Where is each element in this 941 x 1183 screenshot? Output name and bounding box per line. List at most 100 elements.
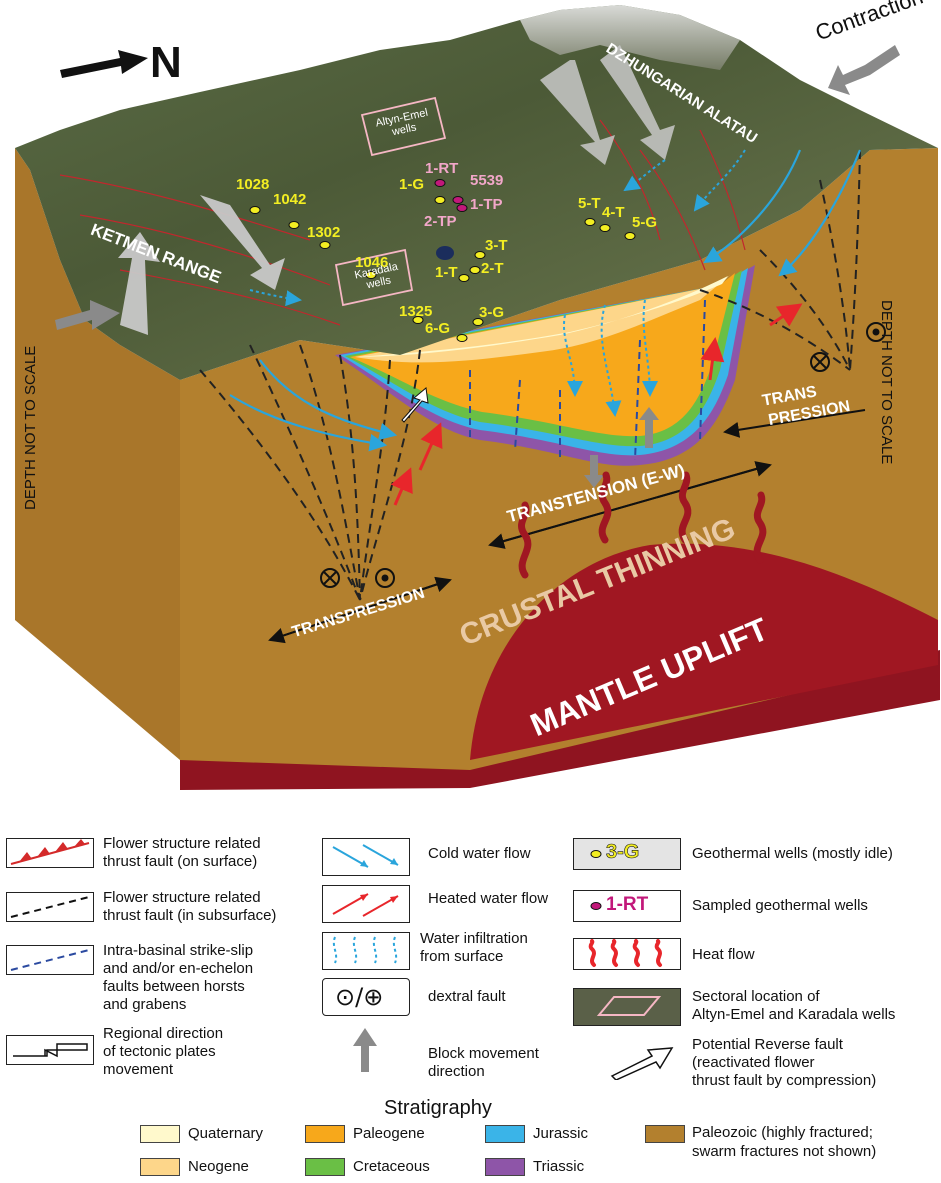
dextral-symbols xyxy=(320,322,886,588)
water-infiltration xyxy=(249,149,746,417)
geothermal-well-dots xyxy=(249,196,636,342)
legend-text-reverse-fault: Potential Reverse fault (reactivated flo… xyxy=(692,1036,877,1089)
well-label-3-G: 3-G xyxy=(479,304,505,321)
strat-label-quaternary: Quaternary xyxy=(188,1125,264,1142)
well-label-1042: 1042 xyxy=(273,191,307,208)
terrain-surface xyxy=(15,5,938,380)
strat-label-cretaceous: Cretaceous xyxy=(353,1158,430,1175)
legend-text-infiltration: Water infiltration from surface xyxy=(420,930,528,965)
legend-text-geothermal-wells: Geothermal wells (mostly idle) xyxy=(692,845,893,862)
surface-thrust-faults xyxy=(59,119,746,326)
north-label: N xyxy=(150,38,182,87)
cold-water-icon xyxy=(332,844,399,868)
legend-text-sectoral-location: Sectoral location of Altyn-Emel and Kara… xyxy=(692,988,896,1023)
intra-basinal-faults xyxy=(469,299,706,461)
legend-swatch-geothermal-wells: 3-G xyxy=(573,838,681,870)
stratigraphy-title: Stratigraphy xyxy=(384,1097,492,1119)
legend-text-dextral: dextral fault xyxy=(428,988,506,1005)
well-label-1325: 1325 xyxy=(399,303,433,320)
sampled-well-label-2-TP: 2-TP xyxy=(424,213,457,230)
legend-swatch-intra-basinal xyxy=(6,945,94,975)
lake xyxy=(436,246,454,260)
legend-text-cold-water: Cold water flow xyxy=(428,845,531,862)
well-label-1046: 1046 xyxy=(355,254,389,271)
well-label-1302: 1302 xyxy=(307,224,341,241)
legend-swatch-cold-water xyxy=(322,838,410,876)
strat-label-neogene: Neogene xyxy=(188,1158,249,1175)
well-label-6-G: 6-G xyxy=(425,320,451,337)
block-diagram: N Contraction KETMEN RANGE DZHUNGARIAN A… xyxy=(15,0,940,790)
well-label-5-T: 5-T xyxy=(578,195,601,212)
well-label-1-G: 1-G xyxy=(399,176,425,193)
depth-label-left: DEPTH NOT TO SCALE xyxy=(22,345,39,510)
block-left-face xyxy=(15,148,180,760)
well-label-4-T: 4-T xyxy=(602,204,625,221)
legend: Flower structure related thrust fault (o… xyxy=(0,800,941,1183)
legend-swatch-plate-movement xyxy=(6,1035,94,1065)
intra-basinal-icon xyxy=(10,949,90,971)
legend-text-heat-flow: Heat flow xyxy=(692,946,755,963)
reverse-fault-icon xyxy=(610,1047,674,1080)
sampled-well-label-5539: 5539 xyxy=(470,172,504,189)
legend-text-thrust-surface: Flower structure related thrust fault (o… xyxy=(103,835,261,870)
depth-label-right: DEPTH NOT TO SCALE xyxy=(878,300,895,465)
strat-label-paleozoic: Paleozoic (highly fractured; swarm fract… xyxy=(692,1124,877,1160)
mantle-dome xyxy=(470,543,938,760)
legend-text-intra-basinal: Intra-basinal strike-slip and and/or en-… xyxy=(103,942,254,1013)
plate-movement-icon xyxy=(13,1043,88,1058)
strat-swatch-triassic xyxy=(485,1158,525,1176)
heat-flow-squiggles xyxy=(518,471,767,579)
north-arrow xyxy=(60,50,148,78)
well-label-2-T: 2-T xyxy=(481,260,504,277)
legend-swatch-thrust-surface xyxy=(6,838,94,868)
thrust-subsurface-icon xyxy=(10,896,90,918)
thrust-surface-icon xyxy=(10,839,90,865)
legend-swatch-infiltration xyxy=(322,932,410,970)
well-label-1-T: 1-T xyxy=(435,264,458,281)
sampled-well-dots xyxy=(434,179,468,212)
sampled-well-label-1-RT: 1-RT xyxy=(425,160,459,177)
well-label-3-T: 3-T xyxy=(485,237,508,254)
well-label-1028: 1028 xyxy=(236,176,270,193)
strat-swatch-neogene xyxy=(140,1158,180,1176)
tectonic-plate-arrows xyxy=(118,45,675,335)
strat-swatch-jurassic xyxy=(485,1125,525,1143)
block-movement-icon xyxy=(353,1028,377,1072)
reverse-fault-arrow xyxy=(401,387,429,423)
cold-water-flows xyxy=(229,149,862,452)
legend-text-plate-movement: Regional direction of tectonic plates mo… xyxy=(103,1025,224,1078)
strat-swatch-cretaceous xyxy=(305,1158,345,1176)
heat-flow-icon xyxy=(588,939,662,967)
legend-text-thrust-subsurface: Flower structure related thrust fault (i… xyxy=(103,889,277,924)
legend-swatch-heat-flow xyxy=(573,938,681,970)
heated-water-flows xyxy=(390,303,803,506)
contraction-arrow-right xyxy=(828,45,900,95)
strat-label-jurassic: Jurassic xyxy=(533,1125,589,1142)
strat-label-triassic: Triassic xyxy=(533,1158,585,1175)
strat-label-paleogene: Paleogene xyxy=(353,1125,425,1142)
block-diagram-svg xyxy=(15,5,940,790)
sectoral-location-icon xyxy=(596,996,662,1016)
legend-swatch-thrust-subsurface xyxy=(6,892,94,922)
geothermal-well-sample: 3-G xyxy=(606,841,640,864)
legend-text-block-movement: Block movement direction xyxy=(428,1045,539,1080)
infiltration-icon xyxy=(332,936,398,964)
sampled-well-icon xyxy=(590,902,602,910)
legend-swatch-heated-water xyxy=(322,885,410,923)
snow-peaks xyxy=(520,5,740,70)
strat-swatch-paleozoic xyxy=(645,1125,685,1143)
geothermal-well-icon xyxy=(590,850,602,858)
sampled-well-label-1-TP: 1-TP xyxy=(470,196,503,213)
dextral-symbol: ⊙/⊕ xyxy=(335,983,384,1011)
heated-water-icon xyxy=(332,893,399,917)
legend-swatch-dextral: ⊙/⊕ xyxy=(322,978,410,1016)
sampled-well-sample: 1-RT xyxy=(606,894,649,915)
legend-swatch-sampled-wells: 1-RT xyxy=(573,890,681,922)
legend-swatch-sectoral-location xyxy=(573,988,681,1026)
karadala-box xyxy=(334,248,414,307)
contraction-arrow-left xyxy=(55,300,120,330)
subsurface-flower-faults-left xyxy=(199,344,421,601)
well-label-5-G: 5-G xyxy=(632,214,658,231)
basin-neogene xyxy=(355,275,730,363)
process-arrows xyxy=(268,409,866,644)
